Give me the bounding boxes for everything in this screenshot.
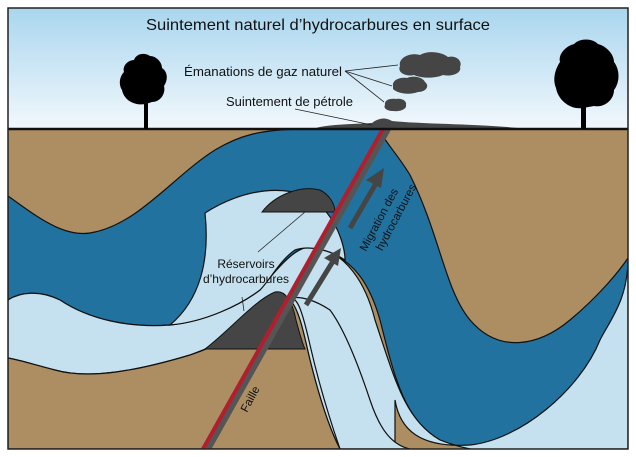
gas-cloud-medium <box>392 76 428 94</box>
gas-emissions-label: Émanations de gaz naturel <box>184 64 342 79</box>
migration-arrow-lower <box>303 248 341 307</box>
gas-cloud-large <box>399 52 461 78</box>
tree-left-icon <box>119 53 167 129</box>
tree-right-icon <box>554 39 619 129</box>
lower-reservoir <box>203 291 306 350</box>
gas-cloud-small <box>384 98 407 112</box>
sky <box>8 8 628 129</box>
fault-line <box>201 128 385 449</box>
oil-seep-pool <box>316 118 518 128</box>
upper-reservoir <box>260 188 336 213</box>
migration-arrow-upper <box>347 168 384 230</box>
oil-seep-label: Suintement de pétrole <box>226 94 353 109</box>
reservoirs-label-line1: Réservoirs <box>217 257 274 271</box>
diagram-frame <box>7 7 629 450</box>
reservoirs-label-line2: d’hydrocarbures <box>203 272 289 286</box>
fault-shadow <box>205 127 391 449</box>
diagram-title: Suintement naturel d’hydrocarbures en su… <box>146 17 490 34</box>
leader-lines <box>241 64 399 312</box>
